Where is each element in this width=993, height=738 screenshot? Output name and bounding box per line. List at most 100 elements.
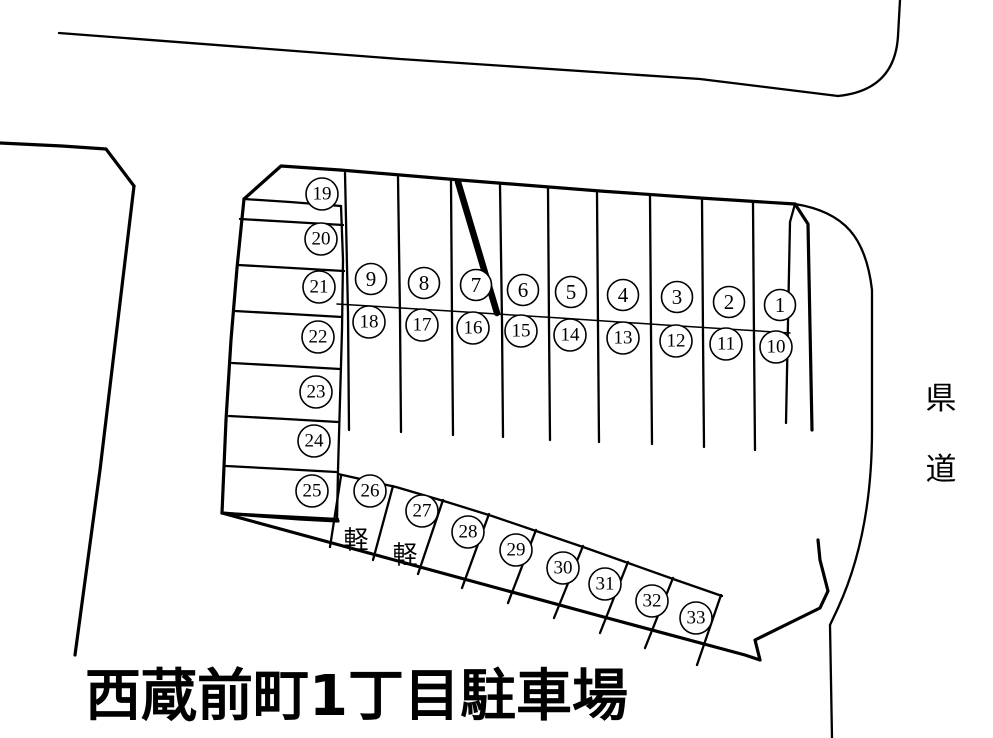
top-row-dividers — [343, 171, 756, 340]
stall-label: 15 — [512, 321, 531, 342]
stall-label: 3 — [672, 285, 683, 309]
stall-label: 18 — [360, 312, 379, 333]
stall-circle — [405, 494, 439, 528]
stall-marker-10[interactable]: 10 — [759, 330, 793, 364]
stall-marker-28[interactable]: 28 — [451, 515, 485, 549]
stall-label: 32 — [643, 591, 662, 612]
stall-label: 16 — [464, 318, 483, 339]
stall-label: 13 — [614, 328, 633, 349]
stall-circle — [299, 375, 333, 409]
stall-marker-3[interactable]: 3 — [660, 280, 694, 314]
stall-circle — [659, 324, 693, 358]
stall-marker-14[interactable]: 14 — [553, 318, 587, 352]
stall-label: 27 — [413, 501, 432, 522]
stall-label: 11 — [717, 334, 735, 355]
stall-circle — [297, 424, 331, 458]
stall-label: 12 — [667, 331, 686, 352]
stall-marker-20[interactable]: 20 — [304, 222, 338, 256]
stall-marker-4[interactable]: 4 — [606, 278, 640, 312]
stall-marker-33[interactable]: 33 — [679, 601, 713, 635]
stall-label: 6 — [518, 278, 529, 302]
stall-label: 2 — [724, 290, 735, 314]
stall-circle — [635, 584, 669, 618]
stall-circle — [456, 311, 490, 345]
stall-label: 25 — [303, 481, 322, 502]
stall-circle — [405, 308, 439, 342]
stall-marker-13[interactable]: 13 — [606, 321, 640, 355]
center-aisle-line — [336, 303, 791, 334]
stall-marker-30[interactable]: 30 — [546, 551, 580, 585]
stall-circle — [353, 474, 387, 508]
stall-circle — [504, 314, 538, 348]
stall-marker-21[interactable]: 21 — [302, 270, 336, 304]
stall-label: 30 — [554, 558, 573, 579]
stall-marker-11[interactable]: 11 — [709, 327, 743, 361]
stall-circle — [660, 280, 694, 314]
stall-label: 9 — [366, 267, 377, 291]
stall-circle — [301, 320, 335, 354]
stall-marker-17[interactable]: 17 — [405, 308, 439, 342]
bottom-row-dividers — [328, 472, 724, 667]
stall-circle — [499, 533, 533, 567]
stall-circle — [407, 266, 441, 300]
second-row-dividers — [346, 311, 757, 452]
stall-label: 7 — [471, 273, 482, 297]
stall-marker-29[interactable]: 29 — [499, 533, 533, 567]
stall-marker-18[interactable]: 18 — [352, 305, 386, 339]
stall-marker-9[interactable]: 9 — [354, 262, 388, 296]
stall-circle — [354, 262, 388, 296]
stall-label: 1 — [775, 293, 786, 317]
stall-label: 21 — [310, 277, 329, 298]
stall-markers: 1 2 3 4 5 6 7 8 9 10 11 12 13 14 15 16 1… — [295, 177, 797, 635]
stall-label: 29 — [507, 540, 526, 561]
stall-circle — [709, 327, 743, 361]
stall-label: 8 — [419, 271, 430, 295]
stall-marker-12[interactable]: 12 — [659, 324, 693, 358]
stall-circle — [546, 551, 580, 585]
stall-marker-2[interactable]: 2 — [712, 285, 746, 319]
stall-marker-5[interactable]: 5 — [554, 275, 588, 309]
stall-marker-32[interactable]: 32 — [635, 584, 669, 618]
kei-car-labels: 軽 軽 — [343, 526, 417, 570]
stall-marker-22[interactable]: 22 — [301, 320, 335, 354]
stall-marker-31[interactable]: 31 — [588, 567, 622, 601]
stall-marker-15[interactable]: 15 — [504, 314, 538, 348]
stall-marker-6[interactable]: 6 — [506, 273, 540, 307]
stall-label: 17 — [413, 315, 432, 336]
stall-label: 28 — [459, 522, 478, 543]
stall-circle — [459, 268, 493, 302]
stall-marker-27[interactable]: 27 — [405, 494, 439, 528]
stall-circle — [759, 330, 793, 364]
stall-label: 23 — [307, 382, 326, 403]
road-label-char-2: 道 — [926, 452, 957, 488]
top-road-boundary — [57, 0, 902, 98]
stall-circle — [305, 177, 339, 211]
stall-label: 10 — [767, 337, 786, 358]
stall-marker-23[interactable]: 23 — [299, 375, 333, 409]
stall-marker-16[interactable]: 16 — [456, 311, 490, 345]
stall-circle — [553, 318, 587, 352]
stall-label: 14 — [561, 325, 581, 346]
stall-label: 31 — [596, 574, 615, 595]
stall-circle — [554, 275, 588, 309]
stall-circle — [712, 285, 746, 319]
stall-circle — [302, 270, 336, 304]
stall-label: 5 — [566, 280, 577, 304]
stall-label: 19 — [313, 184, 332, 205]
kei-label-27: 軽 — [392, 541, 417, 570]
road-label-char-1: 県 — [926, 381, 957, 417]
stall-circle — [304, 222, 338, 256]
stall-marker-25[interactable]: 25 — [295, 474, 329, 508]
stall-circle — [588, 567, 622, 601]
stall-circle — [606, 321, 640, 355]
stall-marker-26[interactable]: 26 — [353, 474, 387, 508]
stall-marker-7[interactable]: 7 — [459, 268, 493, 302]
stall-marker-8[interactable]: 8 — [407, 266, 441, 300]
page-title: 西蔵前町1丁目駐車場 — [85, 664, 628, 729]
stall-marker-1[interactable]: 1 — [763, 288, 797, 322]
stall-marker-19[interactable]: 19 — [305, 177, 339, 211]
stall-marker-24[interactable]: 24 — [297, 424, 331, 458]
stall-circle — [451, 515, 485, 549]
